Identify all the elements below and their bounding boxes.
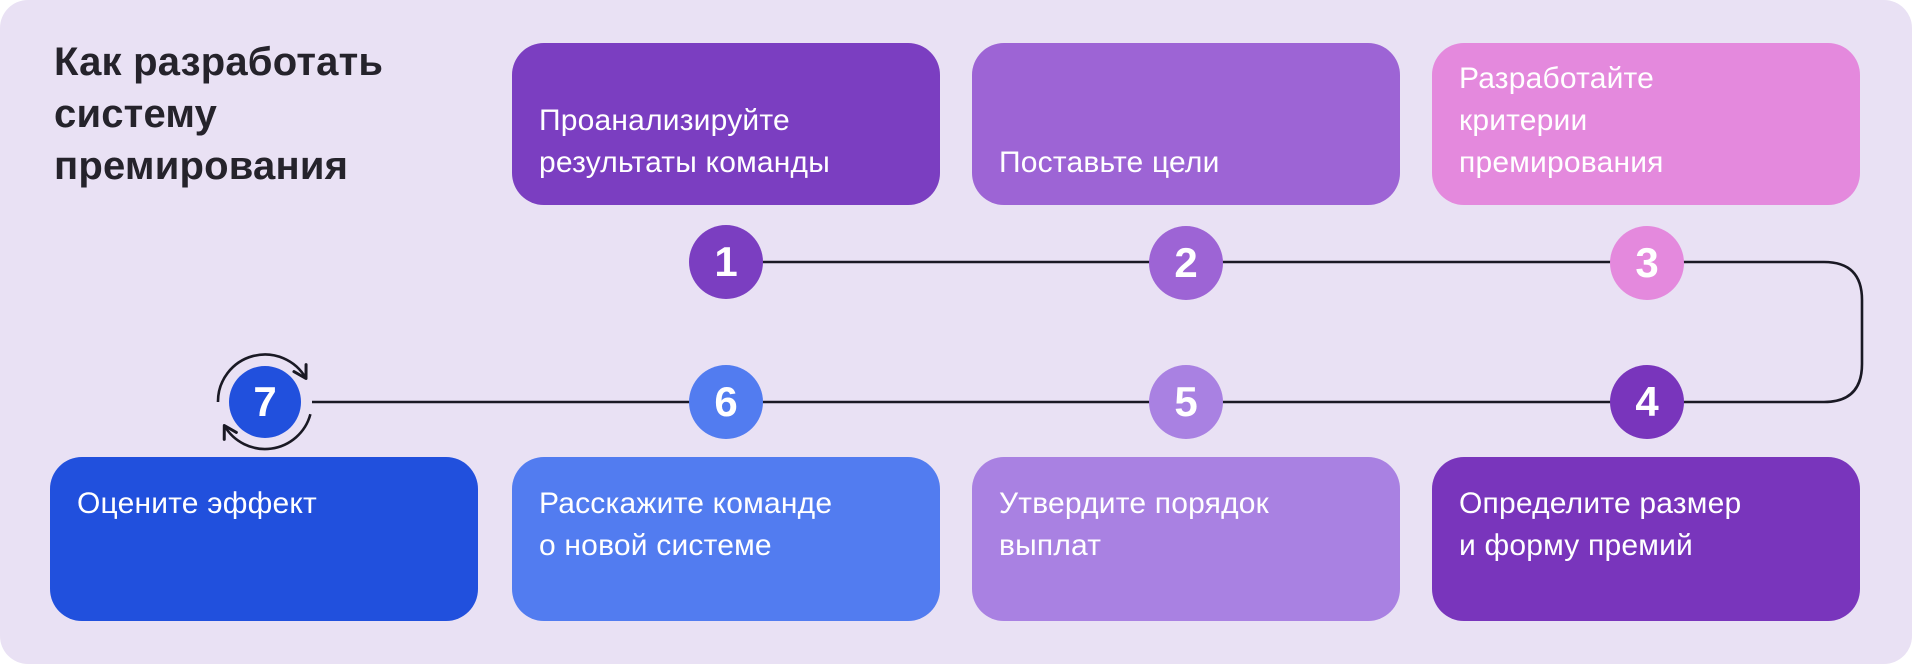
repeat-arrow-top-icon [292, 363, 308, 380]
step-card-7: Оцените эффект [50, 457, 478, 621]
step-card-5: Утвердите порядок выплат [972, 457, 1400, 621]
repeat-arc-bottom-icon [223, 413, 312, 451]
step-label-2: Поставьте цели [999, 146, 1220, 179]
step-card-1: Проанализируйте результаты команды [512, 43, 940, 205]
step-number-6: 6 [689, 365, 763, 439]
step-number-2: 2 [1149, 226, 1223, 300]
page-title: Как разработать систему премирования [54, 40, 384, 188]
step-label-6: Расскажите команде о новой системе [539, 487, 833, 562]
step-card-3: Разработайте критерии премирования [1432, 43, 1860, 205]
step-card-4: Определите размер и форму премий [1432, 457, 1860, 621]
flow-line [312, 260, 1864, 404]
step-label-4: Определите размер и форму премий [1459, 487, 1742, 562]
repeat-arc-top-icon [216, 353, 308, 403]
repeat-arrow-bottom-icon [222, 424, 238, 441]
step-number-5: 5 [1149, 365, 1223, 439]
step-card-2: Поставьте цели [972, 43, 1400, 205]
step-label-1: Проанализируйте результаты команды [539, 104, 831, 179]
step-label-5: Утвердите порядок выплат [999, 487, 1270, 562]
step-number-1: 1 [689, 225, 763, 299]
step-label-3: Разработайте критерии премирования [1459, 62, 1664, 179]
step-card-6: Расскажите команде о новой системе [512, 457, 940, 621]
step-number-3: 3 [1610, 226, 1684, 300]
step-number-7: 7 [229, 366, 301, 438]
step-label-7: Оцените эффект [77, 487, 317, 520]
step-number-4: 4 [1610, 365, 1684, 439]
